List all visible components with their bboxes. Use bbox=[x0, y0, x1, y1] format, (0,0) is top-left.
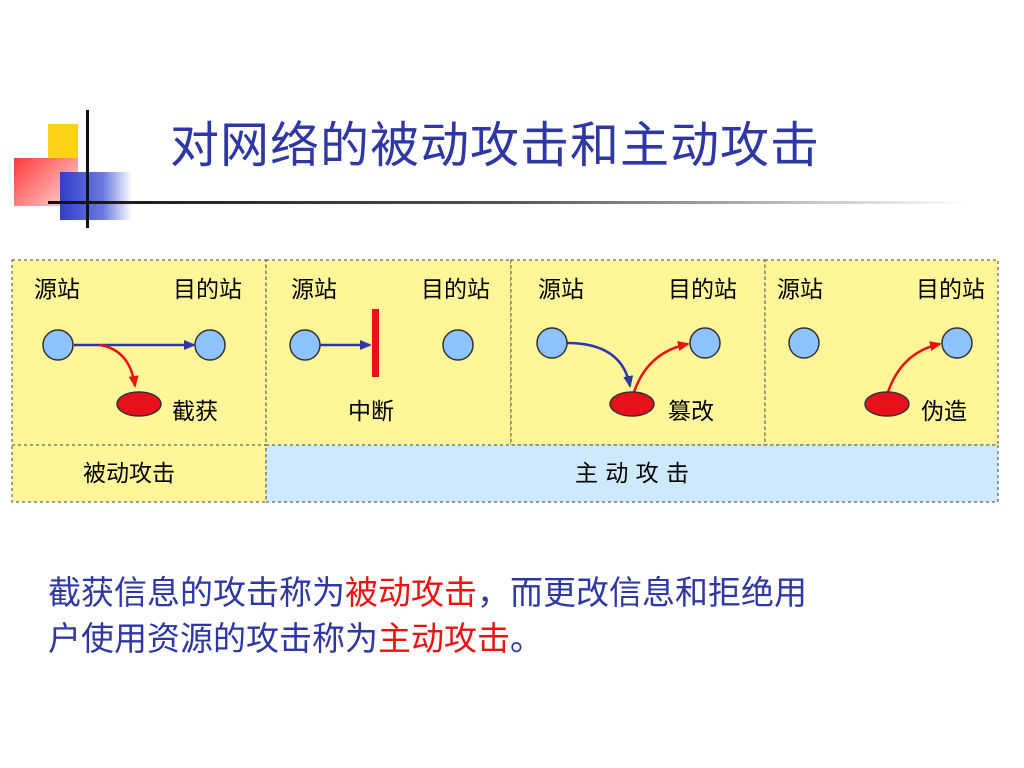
panel-1-attack-label: 截获 bbox=[172, 399, 218, 425]
panel-2-source-label: 源站 bbox=[291, 277, 337, 303]
caption-text: 截获信息的攻击称为 bbox=[48, 573, 345, 612]
caption-active-highlight: 主动攻击 bbox=[378, 619, 510, 658]
caption-text: 户使用资源的攻击称为 bbox=[48, 619, 378, 658]
title-underline bbox=[48, 201, 968, 204]
panel-3-target-label: 目的站 bbox=[668, 277, 737, 303]
panel-3-attack-label: 篡改 bbox=[668, 399, 714, 425]
panel-2-attack-label: 中断 bbox=[348, 399, 394, 425]
caption-line-1: 截获信息的攻击称为被动攻击，而更改信息和拒绝用 bbox=[48, 566, 1008, 614]
panel-1-source-label: 源站 bbox=[34, 277, 80, 303]
panel-2-target-node bbox=[442, 329, 474, 361]
panel-4-attack-label: 伪造 bbox=[921, 399, 967, 425]
panel-4-target-label: 目的站 bbox=[916, 277, 985, 303]
panel-3-source-label: 源站 bbox=[538, 277, 584, 303]
caption-line-2: 户使用资源的攻击称为主动攻击。 bbox=[48, 612, 1008, 660]
panel-1-target-node bbox=[194, 329, 226, 361]
active-category-box bbox=[265, 444, 999, 503]
passive-category-label: 被动攻击 bbox=[83, 461, 175, 487]
caption-passive-highlight: 被动攻击 bbox=[345, 573, 477, 612]
panel-1-target-label: 目的站 bbox=[173, 277, 242, 303]
decor-vertical-line bbox=[86, 110, 89, 228]
passive-category-box bbox=[11, 444, 267, 503]
active-category-label: 主 动 攻 击 bbox=[575, 461, 689, 487]
panel-4-source-node bbox=[788, 327, 820, 359]
panel-1-source-node bbox=[42, 329, 74, 361]
panel-3-source-node bbox=[536, 327, 568, 359]
panel-3-attacker-node bbox=[609, 391, 655, 417]
decor-blue-square bbox=[60, 172, 132, 220]
panel-1-intercept-arrow bbox=[99, 343, 139, 388]
panel-3-target-node bbox=[689, 327, 721, 359]
panel-4-source-label: 源站 bbox=[777, 277, 823, 303]
panel-2-target-label: 目的站 bbox=[421, 277, 490, 303]
panel-2-block-bar bbox=[372, 309, 379, 377]
panel-4-target-node bbox=[941, 327, 973, 359]
panel-4-forged-arrow bbox=[886, 341, 942, 393]
panel-3-modified-arrow bbox=[632, 341, 690, 393]
page-title: 对网络的被动攻击和主动攻击 bbox=[170, 117, 821, 174]
panel-1-attacker-node bbox=[116, 391, 162, 417]
panel-2-source-node bbox=[289, 329, 321, 361]
panel-4-attacker-node bbox=[864, 391, 910, 417]
caption-text: 。 bbox=[510, 619, 543, 658]
caption-text: ，而更改信息和拒绝用 bbox=[477, 573, 807, 612]
panel-3-flow-arrow bbox=[566, 341, 634, 388]
